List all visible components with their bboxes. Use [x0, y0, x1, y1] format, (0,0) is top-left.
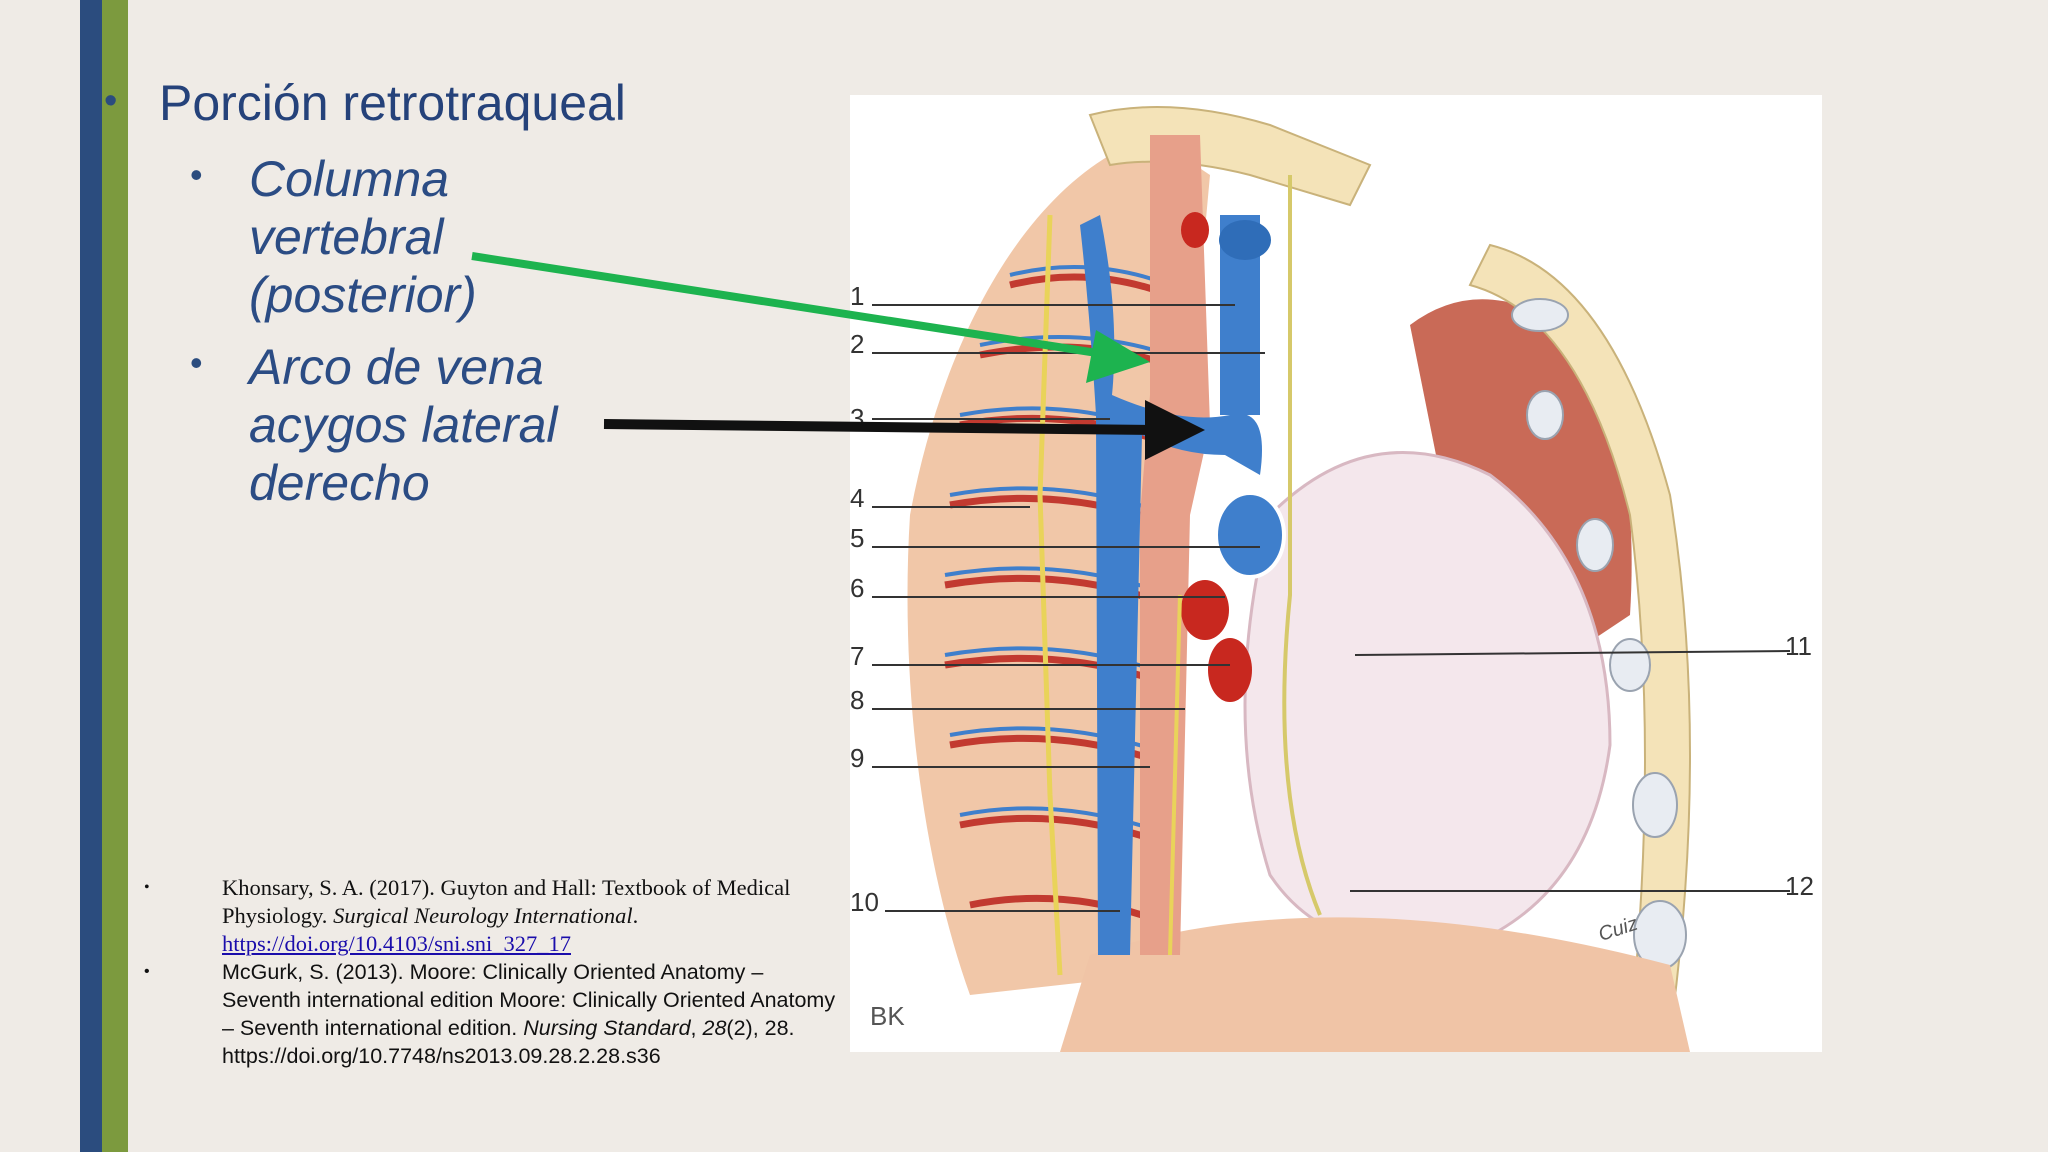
- accent-bar-green: [102, 0, 128, 1152]
- sub-item-vertebral-column: Columna vertebral (posterior): [249, 150, 477, 324]
- label-2: 2: [850, 329, 864, 359]
- brachiocephalic-vein: [1219, 220, 1271, 260]
- sub-item-line: Columna: [249, 151, 450, 207]
- subclavian-artery: [1181, 212, 1209, 248]
- reference-journal: Nursing Standard: [523, 1016, 691, 1040]
- clavicle: [1088, 106, 1372, 207]
- label-7: 7: [850, 641, 864, 671]
- leader-lines: [872, 304, 1791, 912]
- label-9: 9: [850, 743, 864, 773]
- esophagus: [1140, 135, 1210, 955]
- label-5: 5: [850, 523, 864, 553]
- phrenic-nerve: [1282, 175, 1322, 916]
- left-lung: [1410, 299, 1632, 655]
- sub-item-line: (posterior): [249, 267, 477, 323]
- sub-item-line: Arco de vena: [249, 339, 544, 395]
- reference-journal: Surgical Neurology International: [333, 903, 633, 928]
- label-4: 4: [850, 483, 864, 513]
- sub-item-line: derecho: [249, 455, 430, 511]
- pulmonary-artery: [1181, 580, 1229, 640]
- label-6: 6: [850, 573, 864, 603]
- label-12: 12: [1785, 871, 1814, 901]
- reference-doi: https://doi.org/10.7748/ns2013.09.28.2.2…: [222, 1044, 661, 1068]
- sub-item-azygos-arch: Arco de vena acygos lateral derecho: [249, 338, 558, 512]
- azygos-vein: [1080, 215, 1262, 955]
- label-11: 11: [1785, 631, 1812, 661]
- reference-link[interactable]: https://doi.org/10.4103/sni.sni_327_17: [222, 931, 571, 956]
- text-column: • Porción retrotraqueal • Columna verteb…: [0, 0, 860, 1152]
- aorta-section: [1208, 638, 1252, 702]
- reference-bullet: •: [144, 879, 150, 896]
- superior-vena-cava: [1220, 215, 1260, 415]
- vagus-nerve: [1168, 594, 1182, 956]
- label-3: 3: [850, 403, 864, 433]
- sub-item-line: vertebral: [249, 209, 444, 265]
- reference-bullet: •: [144, 963, 150, 980]
- costal-cartilages: [1511, 298, 1687, 970]
- reference-item: • Khonsary, S. A. (2017). Guyton and Hal…: [140, 874, 840, 958]
- bullet-dot: •: [190, 342, 203, 383]
- reference-text: ,: [690, 1016, 703, 1040]
- corner-mark: BK: [870, 1001, 905, 1031]
- label-8: 8: [850, 685, 864, 715]
- reference-text: .: [632, 903, 639, 928]
- slide-heading: Porción retrotraqueal: [159, 75, 626, 131]
- anatomy-illustration: 1 2 3 4 5 6 7 8 9 10 11 12 Cuiz BK: [850, 95, 1822, 1052]
- reference-text: McGurk, S. (2013). Moore: Clinically Ori…: [222, 960, 836, 1040]
- bullet-dot: •: [104, 80, 118, 122]
- bullet-dot: •: [190, 154, 203, 195]
- mediastinum-drawing: 1 2 3 4 5 6 7 8 9 10 11 12 Cuiz BK: [850, 106, 1814, 1052]
- reference-text: (2), 28.: [726, 1016, 795, 1040]
- sub-item-line: acygos lateral: [249, 397, 558, 453]
- reference-volume: 28: [702, 1016, 727, 1040]
- pulmonary-vein: [1214, 491, 1286, 579]
- label-1: 1: [850, 281, 864, 311]
- label-10: 10: [850, 887, 879, 917]
- pericardium: [1243, 451, 1612, 951]
- accent-bar-blue: [80, 0, 102, 1152]
- references-list: • Khonsary, S. A. (2017). Guyton and Hal…: [140, 874, 840, 1070]
- diaphragm: [1060, 917, 1690, 1052]
- reference-item: • McGurk, S. (2013). Moore: Clinically O…: [140, 958, 840, 1070]
- reference-text: Khonsary, S. A. (2017). Guyton and Hall:…: [222, 875, 791, 928]
